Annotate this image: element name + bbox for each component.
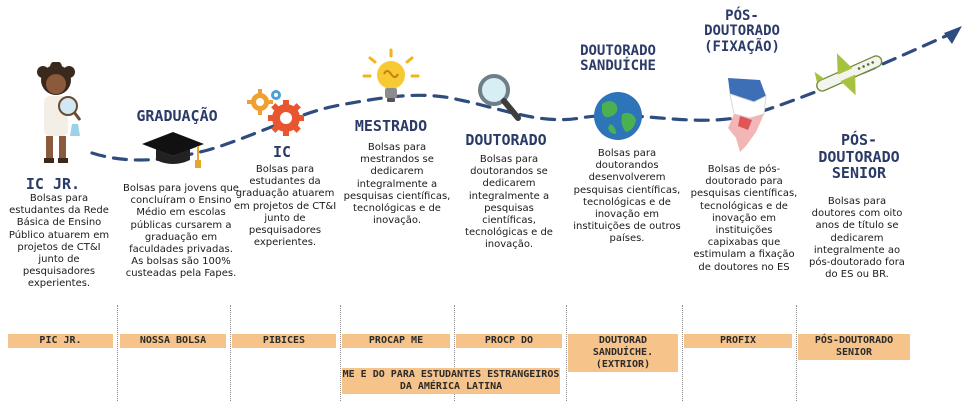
stage-description-ic-jr: Bolsas para estudantes da Rede Básica de… [8, 193, 110, 290]
program-tag-procp-do: PROCP DO [456, 334, 562, 348]
stage-title-pos-doutorado-fixacao: PÓS- DOUTORADO (FIXAÇÃO) [704, 8, 780, 55]
stage-title-pos-doutorado-senior: PÓS- DOUTORADO SENIOR [818, 131, 900, 182]
espirito-santo-map-icon [728, 78, 767, 152]
stage-description-pos-doutorado-senior: Bolsas para doutores com oito anos de tí… [809, 196, 905, 281]
light-bulb-icon [362, 48, 420, 102]
magnifying-glass-icon [478, 74, 521, 121]
gears-icon [247, 89, 304, 136]
stage-description-ic: Bolsas para estudantes da graduação atua… [233, 164, 337, 249]
stage-description-graduacao: Bolsas para jovens que concluíram o Ensi… [123, 183, 239, 280]
program-tag-procap-me: PROCAP ME [342, 334, 450, 348]
dashed-path-line [90, 33, 950, 162]
column-separator [340, 305, 341, 401]
program-tag-pos-doutorado-senior: PÓS-DOUTORADO SENIOR [798, 334, 910, 360]
column-separator [796, 305, 797, 401]
stage-description-doutorado-sanduiche: Bolsas para doutorandos desenvolverem pe… [573, 148, 681, 245]
program-tag-estrangeiros-america-latina: ME E DO PARA ESTUDANTES ESTRANGEIROS DA … [342, 368, 560, 394]
stage-title-doutorado: DOUTORADO [465, 131, 547, 149]
stage-description-doutorado: Bolsas para doutorandos se dedicarem int… [465, 154, 553, 251]
program-tag-nossa-bolsa: NOSSA BOLSA [120, 334, 226, 348]
program-tag-pic-jr: PIC JR. [8, 334, 113, 348]
stage-title-mestrado: MESTRADO [354, 117, 428, 135]
column-separator [117, 305, 118, 401]
column-separator [682, 305, 683, 401]
path-arrowhead-icon [944, 26, 962, 44]
column-separator [566, 305, 567, 401]
program-tag-doutorado-sanduiche: DOUTORAD SANDUÍCHE. (EXTRIOR) [568, 334, 678, 372]
stage-title-ic: IC [272, 143, 292, 161]
globe-icon [594, 92, 642, 140]
program-tag-profix: PROFIX [684, 334, 792, 348]
stage-title-ic-jr: IC JR. [25, 175, 81, 193]
graduation-cap-icon [142, 132, 204, 168]
airplane-icon [814, 53, 883, 96]
column-separator [230, 305, 231, 401]
stage-title-graduacao: GRADUAÇÃO [136, 107, 218, 125]
column-separator [454, 305, 455, 401]
stage-title-doutorado-sanduiche: DOUTORADO SANDUÍCHE [580, 43, 656, 75]
girl-scientist-icon [37, 62, 82, 163]
program-tag-pibices: PIBICES [232, 334, 336, 348]
stage-description-pos-doutorado-fixacao: Bolsas de pós-doutorado para pesquisas c… [690, 164, 798, 273]
stage-description-mestrado: Bolsas para mestrandos se dedicarem inte… [343, 142, 451, 227]
